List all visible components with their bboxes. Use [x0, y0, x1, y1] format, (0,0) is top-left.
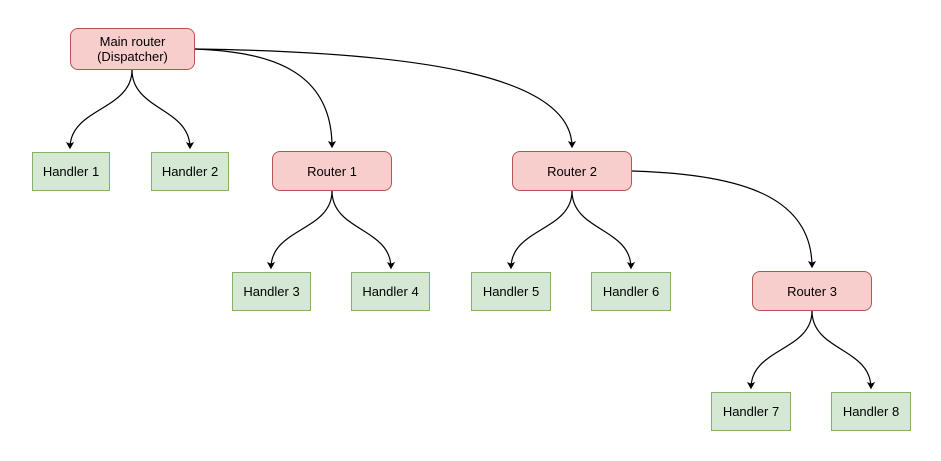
- node-label-main-router: Main router (Dispatcher): [97, 34, 168, 64]
- node-label-handler-2: Handler 2: [161, 164, 219, 179]
- edge-router-2-to-handler-5: [506, 190, 573, 270]
- edge-router-1-to-handler-4: [331, 190, 396, 270]
- node-label-handler-6: Handler 6: [602, 284, 660, 299]
- node-router-3[interactable]: Router 3: [752, 271, 872, 311]
- edge-router-3-to-handler-8: [811, 310, 876, 390]
- edge-router-3-to-handler-7: [746, 310, 813, 390]
- node-label-router-3: Router 3: [787, 283, 837, 299]
- node-router-1[interactable]: Router 1: [272, 151, 392, 191]
- edge-router-2-to-handler-6: [571, 190, 636, 270]
- edges-group: [65, 48, 876, 390]
- node-label-handler-1: Handler 1: [42, 164, 100, 179]
- node-handler-2[interactable]: Handler 2: [151, 152, 229, 191]
- edge-router-2-to-router-3: [631, 170, 817, 269]
- node-router-2[interactable]: Router 2: [512, 151, 632, 191]
- node-handler-4[interactable]: Handler 4: [351, 272, 430, 311]
- edge-main-to-handler-1: [65, 69, 133, 150]
- node-label-router-1: Router 1: [307, 163, 357, 179]
- node-handler-1[interactable]: Handler 1: [32, 152, 110, 191]
- node-handler-7[interactable]: Handler 7: [711, 392, 791, 431]
- node-label-handler-4: Handler 4: [362, 284, 419, 299]
- edge-router-1-to-handler-3: [266, 190, 333, 270]
- node-main-router[interactable]: Main router (Dispatcher): [70, 28, 195, 70]
- node-handler-6[interactable]: Handler 6: [591, 272, 671, 311]
- node-label-handler-3: Handler 3: [243, 284, 300, 299]
- node-label-handler-5: Handler 5: [482, 284, 540, 299]
- node-label-router-2: Router 2: [547, 163, 597, 179]
- node-handler-8[interactable]: Handler 8: [831, 392, 911, 431]
- node-label-handler-8: Handler 8: [842, 404, 900, 419]
- edge-main-to-handler-2: [131, 69, 195, 150]
- edge-main-to-router-2: [194, 48, 577, 149]
- node-handler-5[interactable]: Handler 5: [471, 272, 551, 311]
- node-handler-3[interactable]: Handler 3: [232, 272, 311, 311]
- node-label-handler-7: Handler 7: [722, 404, 780, 419]
- edge-main-to-router-1: [194, 48, 337, 149]
